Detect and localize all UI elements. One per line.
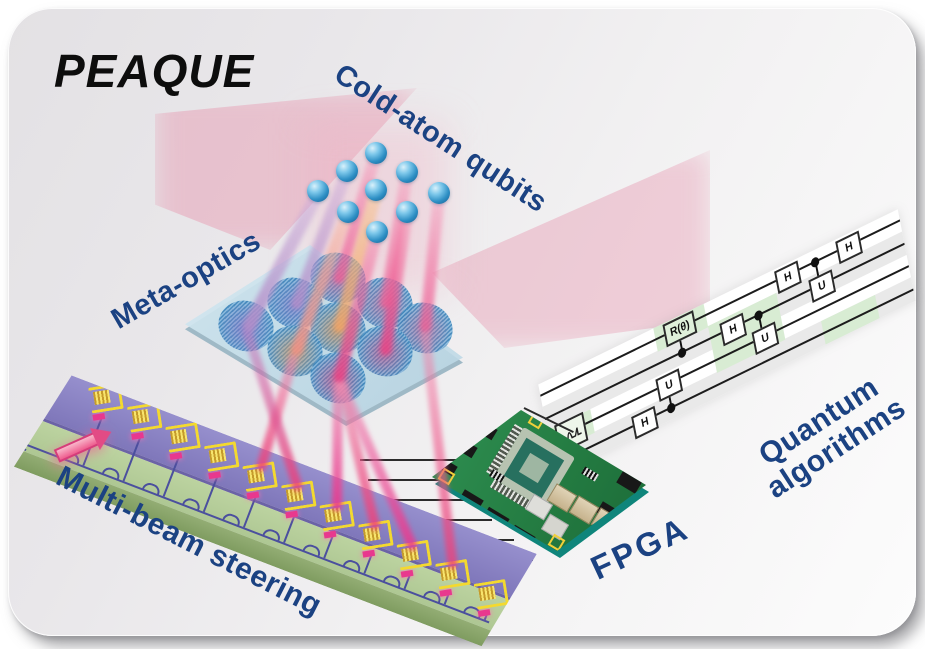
grating-coupler: [165, 422, 201, 453]
edge-coupler: [13, 444, 27, 451]
ic-chip: [616, 471, 642, 494]
grating-coupler: [127, 402, 163, 433]
grating-pad: [209, 448, 227, 463]
edge-coupler: [16, 435, 30, 442]
ic-chip: [454, 437, 478, 459]
page-title: PEAQUE: [54, 45, 255, 97]
grating-pad: [93, 390, 111, 405]
cold-atom: [307, 180, 329, 202]
grating-pad: [478, 586, 496, 601]
control-wire: [360, 459, 456, 461]
grating-coupler: [88, 383, 124, 414]
control-wire: [376, 499, 472, 501]
grating-coupler: [204, 441, 240, 472]
cold-atom: [337, 201, 359, 223]
cold-atom: [365, 179, 387, 201]
grating-coupler: [473, 579, 509, 610]
cold-atom: [336, 160, 358, 182]
quantum-circuit-panel: H U R(θ) H U H U H: [538, 209, 916, 476]
pulse-gate: [554, 411, 589, 455]
cold-atom: [396, 201, 418, 223]
cold-atom: [396, 161, 418, 183]
control-wire: [368, 479, 458, 481]
rounded-card-background: H U R(θ) H U H U H: [8, 8, 916, 636]
pulse-gate-icon: [562, 427, 582, 443]
grating-pad: [170, 429, 188, 444]
cold-atom: [366, 221, 388, 243]
ic-chip: [474, 419, 498, 441]
edge-coupler: [18, 430, 32, 437]
resistor-array: [581, 466, 599, 482]
control-dot: [810, 255, 821, 269]
cold-atom: [428, 182, 450, 204]
grating-pad: [132, 409, 150, 424]
cold-atom: [365, 142, 387, 164]
